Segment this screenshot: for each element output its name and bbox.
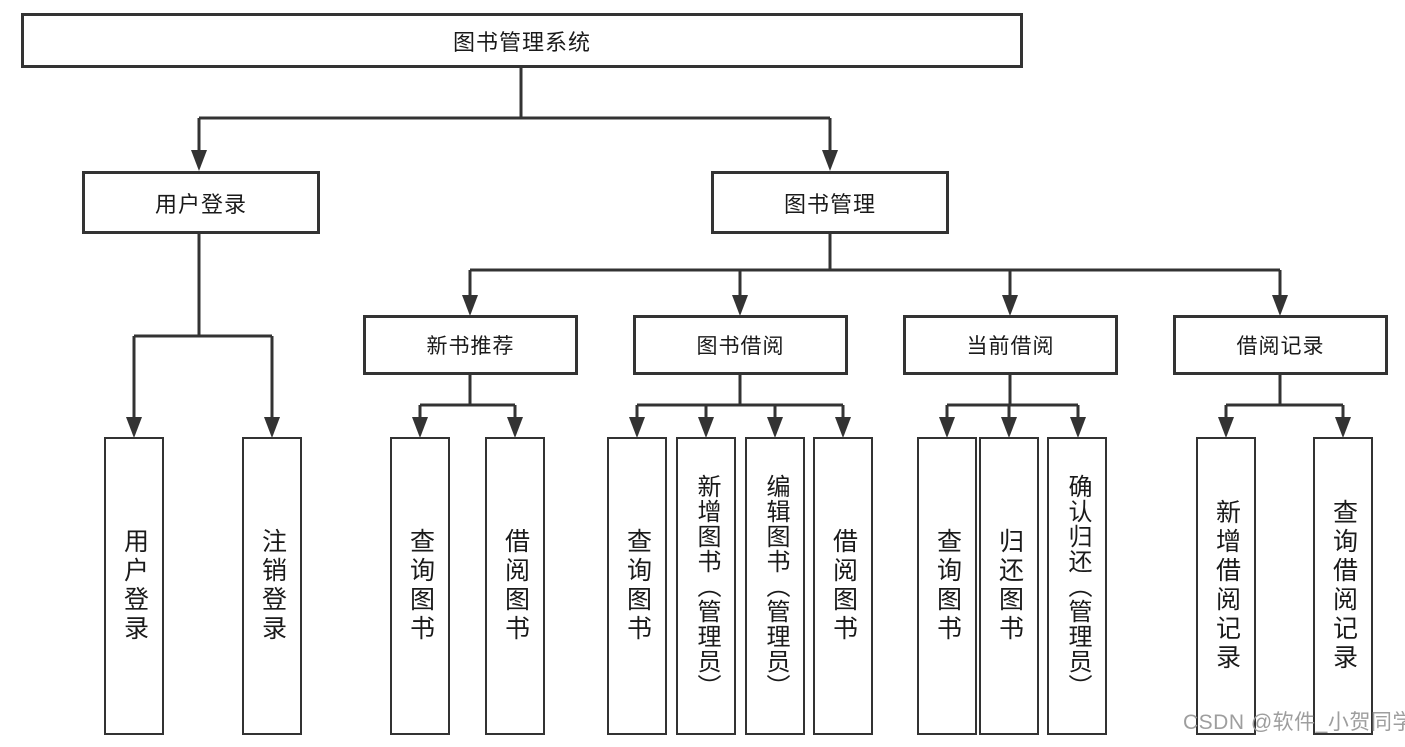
leaf-borrow-books: 借阅图书 [813, 437, 873, 735]
node-label: 新书推荐 [426, 335, 515, 358]
node-label: 用户登录 [154, 191, 247, 217]
leaf-label: 用户登录 [120, 528, 149, 644]
node-label: 图书管理 [783, 191, 876, 217]
node-new-book-recommend: 新书推荐 [363, 315, 578, 375]
leaf-query-borrow-record: 查询借阅记录 [1313, 437, 1373, 735]
node-current-borrow: 当前借阅 [903, 315, 1118, 375]
node-label: 图书借阅 [696, 335, 785, 358]
leaf-query-books-borrow: 查询图书 [607, 437, 667, 735]
node-label: 图书管理系统 [452, 29, 591, 55]
leaf-borrow-books-recommend: 借阅图书 [485, 437, 545, 735]
leaf-return-books: 归还图书 [979, 437, 1039, 735]
node-book-management: 图书管理 [711, 171, 949, 234]
leaf-label: 编辑图书（管理员） [762, 473, 789, 699]
leaf-label: 借阅图书 [501, 528, 530, 644]
node-label: 当前借阅 [966, 335, 1055, 358]
leaf-user-login: 用户登录 [104, 437, 164, 735]
arrowheads [126, 150, 1351, 438]
node-user-login: 用户登录 [82, 171, 320, 234]
leaf-label: 新增图书（管理员） [693, 473, 720, 699]
node-system-root: 图书管理系统 [21, 13, 1023, 68]
leaf-label: 查询图书 [406, 528, 435, 644]
leaf-label: 确认归还（管理员） [1064, 473, 1091, 699]
leaf-label: 查询图书 [623, 528, 652, 644]
leaf-label: 查询图书 [933, 528, 962, 644]
leaf-edit-books-admin: 编辑图书（管理员） [745, 437, 805, 735]
leaf-label: 归还图书 [995, 528, 1024, 644]
leaf-label: 查询借阅记录 [1329, 499, 1358, 673]
csdn-watermark: CSDN @软件_小贺同学 [1183, 711, 1405, 734]
leaf-query-books-current: 查询图书 [917, 437, 977, 735]
leaf-label: 注销登录 [258, 528, 287, 644]
node-borrow-records: 借阅记录 [1173, 315, 1388, 375]
leaf-logout: 注销登录 [242, 437, 302, 735]
leaf-query-books-recommend: 查询图书 [390, 437, 450, 735]
leaf-label: 借阅图书 [829, 528, 858, 644]
node-book-borrow: 图书借阅 [633, 315, 848, 375]
node-label: 借阅记录 [1236, 335, 1325, 358]
leaf-confirm-return-admin: 确认归还（管理员） [1047, 437, 1107, 735]
leaf-label: 新增借阅记录 [1212, 499, 1241, 673]
leaf-add-books-admin: 新增图书（管理员） [676, 437, 736, 735]
leaf-add-borrow-record: 新增借阅记录 [1196, 437, 1256, 735]
